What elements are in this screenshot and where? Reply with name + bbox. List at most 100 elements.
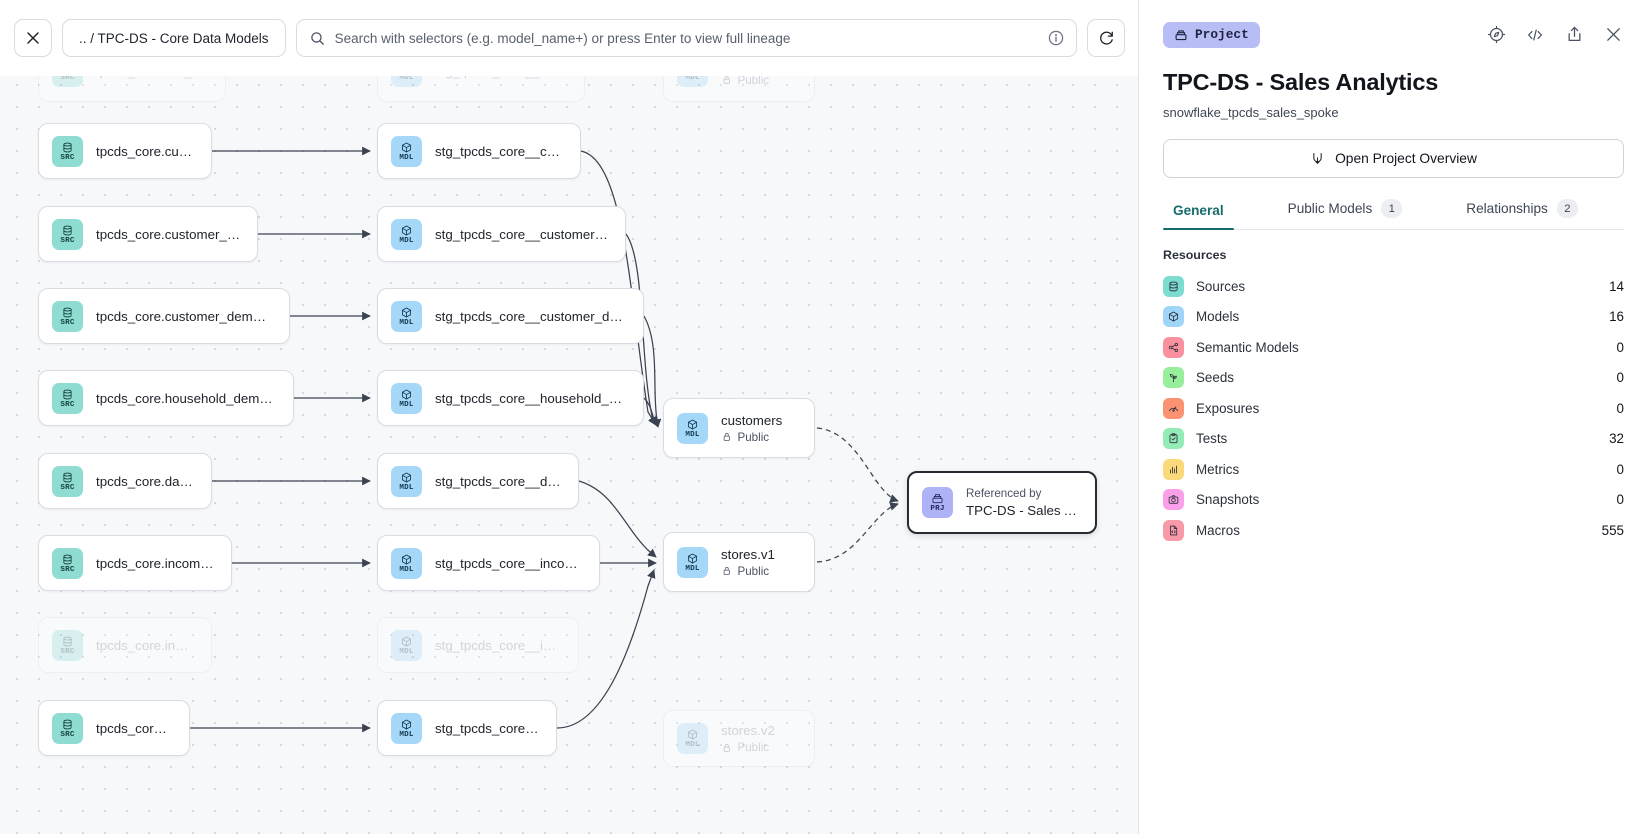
node-access-label: Public <box>737 564 770 578</box>
file-code-icon <box>1170 525 1178 536</box>
node-labels: tpcds_core.store <box>96 721 173 736</box>
share-button[interactable] <box>1563 24 1585 46</box>
node-labels: call_centersPublic <box>721 56 792 87</box>
node-type-badge: MDL <box>391 300 422 332</box>
node-title: TPC-DS - Sales Analytics <box>966 503 1079 518</box>
resource-type-chip[interactable]: Project <box>1163 21 1260 48</box>
node-type-badge: MDL <box>391 629 422 661</box>
resource-count: 0 <box>1616 400 1624 416</box>
tab-general[interactable]: General <box>1163 203 1234 230</box>
node-labels: stg_tpcds_core__store <box>435 721 540 736</box>
page-title: TPC-DS - Sales Analytics <box>1163 69 1439 95</box>
lineage-node[interactable]: SRC tpcds_core.customer_address <box>38 206 258 262</box>
node-type-label: SRC <box>60 483 75 492</box>
cube-icon <box>401 472 412 483</box>
panel-action-buttons <box>1485 24 1624 46</box>
open-project-overview-button[interactable]: Open Project Overview <box>1163 139 1624 178</box>
view-code-button[interactable] <box>1524 24 1546 46</box>
node-type-badge: MDL <box>391 712 422 744</box>
resource-label: Metrics <box>1196 461 1240 477</box>
node-title: tpcds_core.customer_address <box>96 226 241 242</box>
node-type-label: SRC <box>60 236 75 245</box>
node-labels: stg_tpcds_core__customer <box>435 144 564 159</box>
database-icon <box>63 554 72 565</box>
node-title: stg_tpcds_core__customer_address <box>435 226 609 242</box>
node-labels: tpcds_core.customer_address <box>96 227 241 242</box>
canvas-toolbar: .. / TPC-DS - Core Data Models <box>0 0 1138 76</box>
node-type-badge: MDL <box>391 135 422 167</box>
node-title: stg_tpcds_core__customer <box>435 143 564 159</box>
resource-type-label: Project <box>1195 27 1249 42</box>
lineage-node[interactable]: MDL stg_tpcds_core__store <box>377 700 557 756</box>
lineage-node[interactable]: MDL stg_tpcds_core__household_demogr… <box>377 370 644 426</box>
node-type-label: SRC <box>60 647 75 656</box>
tab-count-badge: 1 <box>1381 199 1403 218</box>
node-type-badge: SRC <box>52 382 83 414</box>
breadcrumb[interactable]: .. / TPC-DS - Core Data Models <box>62 19 286 57</box>
database-icon <box>63 225 72 236</box>
lineage-canvas[interactable]: SRCtpcds_core.call_centerMDLstg_tpcds_co… <box>0 0 1139 834</box>
node-type-badge: MDL <box>391 382 422 414</box>
panel-header: Project <box>1163 0 1624 56</box>
lineage-node[interactable]: MDL stg_tpcds_core__customer_demogra… <box>377 288 644 344</box>
cube-icon <box>687 419 698 430</box>
lineage-node[interactable]: SRC tpcds_core.customer <box>38 123 212 179</box>
cube-icon <box>401 554 412 565</box>
node-type-badge: MDL <box>677 546 708 578</box>
project-icon <box>1174 28 1188 42</box>
node-type-label: MDL <box>399 483 414 492</box>
node-labels: stg_tpcds_core__household_demogr… <box>435 391 627 406</box>
search-bar[interactable] <box>295 19 1077 57</box>
focus-lineage-button[interactable] <box>1485 24 1507 46</box>
refresh-button[interactable] <box>1087 19 1125 57</box>
database-icon <box>63 636 72 647</box>
close-lineage-button[interactable] <box>14 19 52 57</box>
close-panel-button[interactable] <box>1602 24 1624 46</box>
node-labels: tpcds_core.customer <box>96 144 195 159</box>
lineage-node[interactable]: SRC tpcds_core.date_dim <box>38 453 212 509</box>
node-title: stg_tpcds_core__customer_demogra… <box>435 308 627 324</box>
node-title: tpcds_core.store <box>96 720 173 736</box>
resource-icon-wrap <box>1163 367 1184 389</box>
node-type-badge: MDL <box>677 723 708 754</box>
info-circle-icon[interactable] <box>1048 30 1064 46</box>
node-access-badge: Public <box>721 565 775 578</box>
cube-icon <box>1168 311 1179 322</box>
lineage-node[interactable]: MDL stg_tpcds_core__customer <box>377 123 581 179</box>
node-labels: stg_tpcds_core__income_band <box>435 556 583 571</box>
cube-icon <box>401 225 412 236</box>
node-type-label: SRC <box>60 153 75 162</box>
node-access-badge: Public <box>721 431 782 444</box>
node-type-label: MDL <box>399 647 414 656</box>
node-type-label: SRC <box>60 73 75 82</box>
detail-panel: Project <box>1139 0 1648 834</box>
node-title: tpcds_core.customer_demographics <box>96 308 273 324</box>
node-labels: tpcds_core.date_dim <box>96 474 195 489</box>
search-input[interactable] <box>334 30 1038 46</box>
cube-icon <box>401 719 412 730</box>
